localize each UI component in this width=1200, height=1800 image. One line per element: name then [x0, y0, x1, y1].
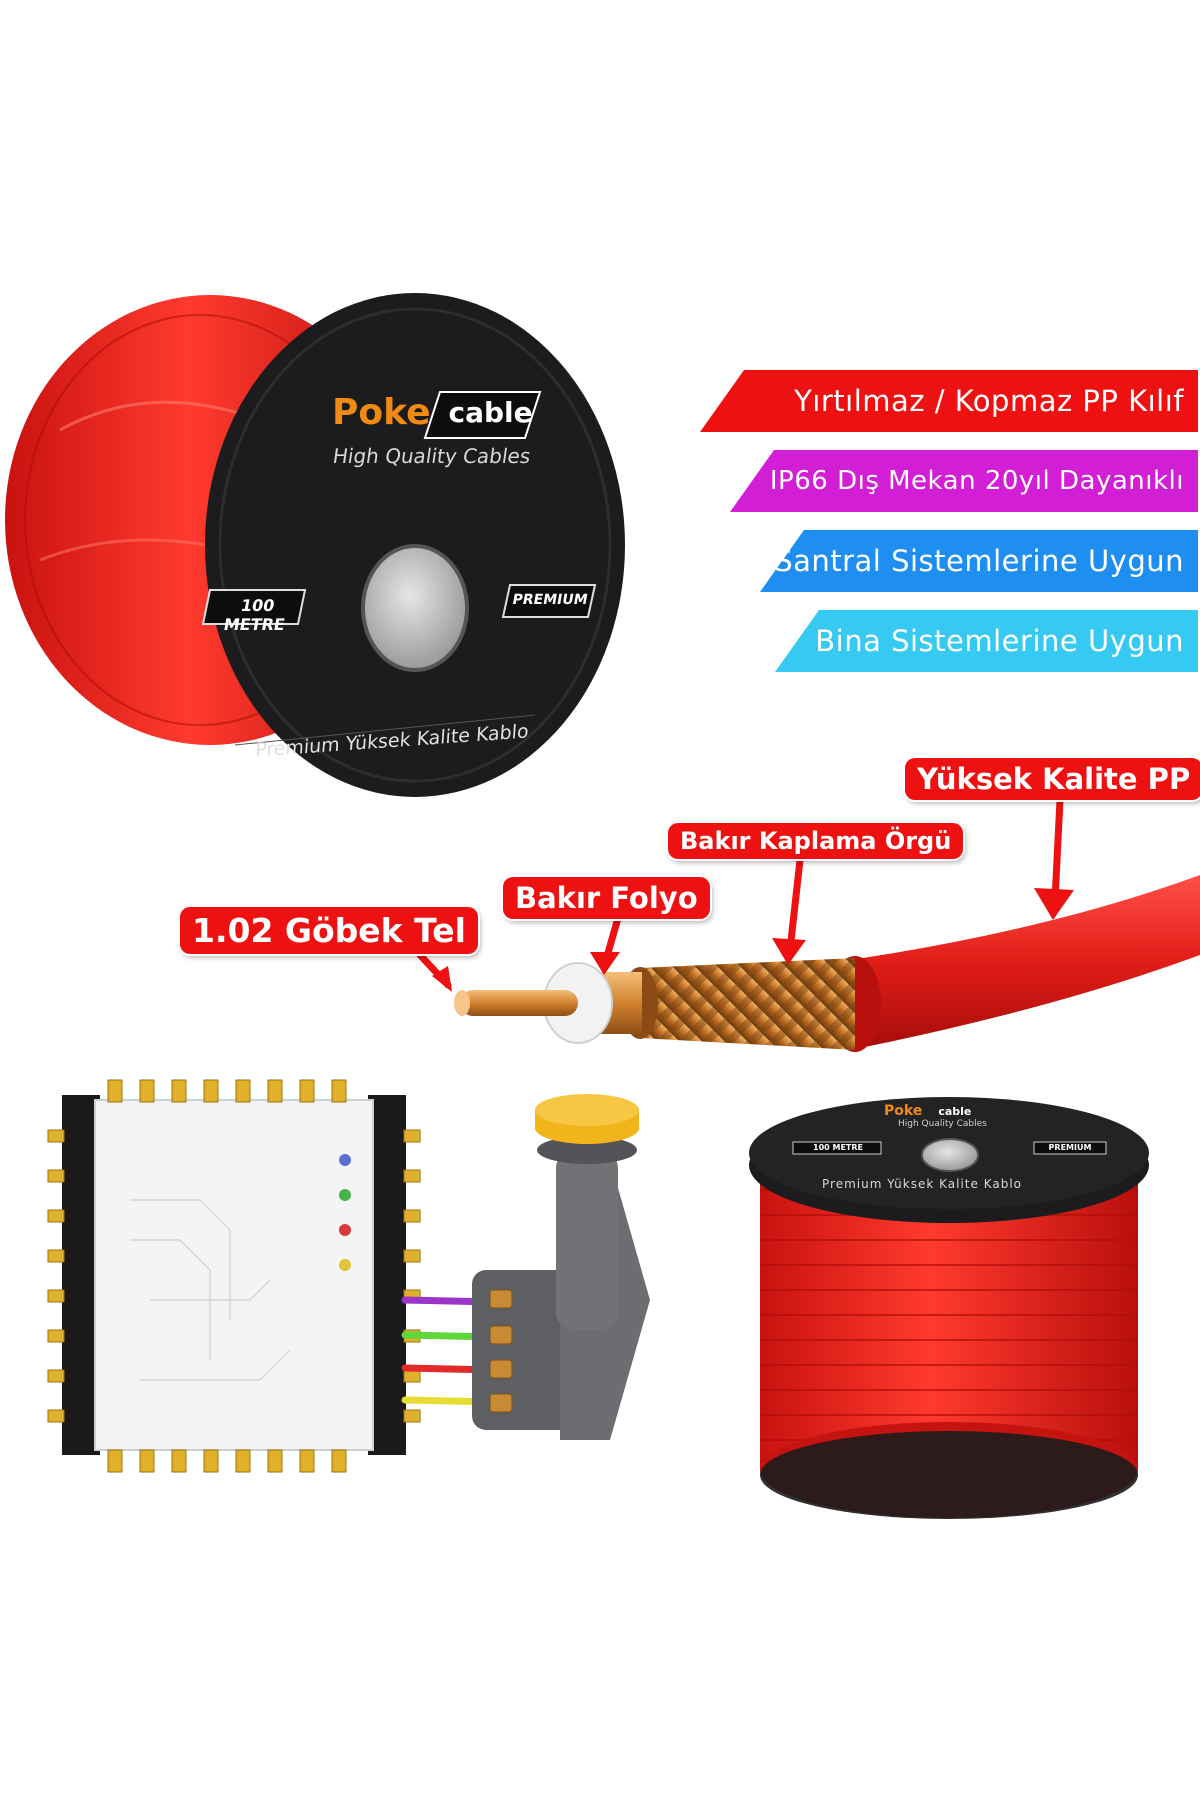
callout-pp-jacket: Yüksek Kalite PP	[905, 758, 1200, 800]
feature-banner-tear-resistant: Yırtılmaz / Kopmaz PP Kılıf	[700, 370, 1198, 432]
brand-tagline: High Quality Cables	[331, 444, 533, 468]
grade-badge: PREMIUM	[511, 592, 589, 608]
length-badge: 100 METRE	[222, 596, 287, 634]
cable-core-wire	[460, 990, 578, 1016]
feature-banner-ip66: IP66 Dış Mekan 20yıl Dayanıklı	[730, 450, 1198, 512]
cable-spool-small	[749, 1097, 1149, 1519]
callout-copper-foil: Bakır Folyo	[503, 877, 710, 919]
brand-primary: Poke	[332, 392, 431, 433]
feature-label: Santral Sistemlerine Uygun	[774, 544, 1184, 578]
cable-jacket	[850, 875, 1200, 1050]
feature-label: Yırtılmaz / Kopmaz PP Kılıf	[794, 384, 1184, 418]
feature-banner-central-systems: Santral Sistemlerine Uygun	[760, 530, 1198, 592]
cable-braid	[640, 958, 855, 1050]
cable-dielectric	[543, 962, 613, 1044]
small-spool-label-text: Premium Yüksek Kalite Kablo	[822, 1177, 1023, 1191]
lnb-device	[472, 1094, 650, 1440]
multiswitch-device	[47, 1079, 421, 1473]
spool-cable-shade	[24, 314, 376, 726]
small-brand-tagline: High Quality Cables	[898, 1119, 987, 1129]
small-brand-logo: Poke cable	[884, 1103, 971, 1119]
feature-label: IP66 Dış Mekan 20yıl Dayanıklı	[769, 466, 1184, 496]
feature-label: Bina Sistemlerine Uygun	[815, 624, 1184, 658]
callout-copper-braid: Bakır Kaplama Örgü	[668, 823, 964, 859]
small-grade-badge: PREMIUM	[1048, 1143, 1092, 1152]
small-brand-secondary: cable	[938, 1104, 972, 1118]
spool-hub	[361, 544, 469, 672]
cable-foil	[590, 972, 642, 1034]
small-brand-primary: Poke	[884, 1103, 923, 1119]
spool-label-text: Premium Yüksek Kalite Kablo	[254, 720, 530, 762]
brand-logo: Poke cable	[332, 392, 533, 433]
brand-secondary: cable	[448, 396, 533, 429]
callout-core-wire: 1.02 Göbek Tel	[180, 907, 478, 954]
feature-banner-building-systems: Bina Sistemlerine Uygun	[775, 610, 1198, 672]
spool-flange	[205, 293, 625, 797]
small-length-badge: 100 METRE	[813, 1143, 863, 1152]
feed-cables	[401, 1296, 499, 1406]
spool-cable-body	[5, 295, 415, 745]
